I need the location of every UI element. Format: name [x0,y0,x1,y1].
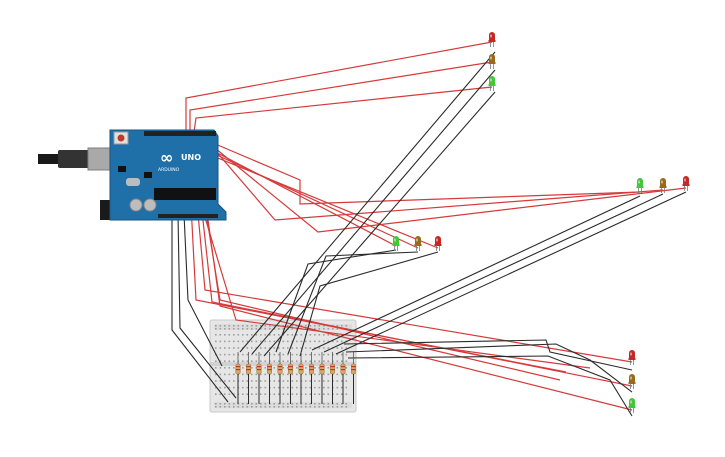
wire-red[interactable] [209,143,687,233]
amber-led[interactable] [488,54,496,69]
arduino-uno-board[interactable]: ∞ UNO ARDUINO [38,129,227,221]
green-led[interactable] [628,398,636,413]
wire-red[interactable] [205,149,419,249]
wire-red[interactable] [193,86,493,133]
amber-led[interactable] [414,236,422,251]
red-led[interactable] [682,176,690,191]
resistor-array [235,352,356,404]
wire-black[interactable] [345,343,633,393]
amber-led[interactable] [659,178,667,193]
usb-cable[interactable] [38,154,60,164]
red-led[interactable] [628,350,636,365]
wire-black[interactable] [239,51,496,353]
wire-black[interactable] [263,91,496,357]
breadboard[interactable] [209,319,357,413]
green-led[interactable] [636,178,644,193]
arduino-logo: ∞ [160,148,173,167]
power-header [158,214,218,218]
wire-black[interactable] [183,213,223,367]
capacitor [129,198,143,212]
wire-black[interactable] [177,213,237,399]
wire-black[interactable] [323,193,664,353]
wire-red[interactable] [207,141,664,221]
capacitor [143,198,157,212]
digital-header [144,131,216,136]
wire-red[interactable] [185,41,493,132]
brand-label: ARDUINO [158,167,180,173]
led-group [392,32,690,413]
green-led[interactable] [488,76,496,91]
wire-black[interactable] [171,214,229,403]
amber-led[interactable] [628,374,636,389]
wire-red[interactable] [207,153,439,249]
red-led[interactable] [434,236,442,251]
model-label: UNO [181,153,201,162]
wire-black[interactable] [287,251,419,355]
microcontroller-chip [154,188,216,200]
wire-black[interactable] [299,251,439,357]
black-wires [171,51,687,417]
green-led[interactable] [392,236,400,251]
red-led[interactable] [488,32,496,47]
wire-black[interactable] [311,195,641,351]
wire-black[interactable] [347,355,633,417]
wire-red[interactable] [203,145,397,247]
wire-black[interactable] [335,191,687,355]
wire-red[interactable] [189,61,493,132]
wire-black[interactable] [251,69,496,355]
crystal [126,178,140,186]
